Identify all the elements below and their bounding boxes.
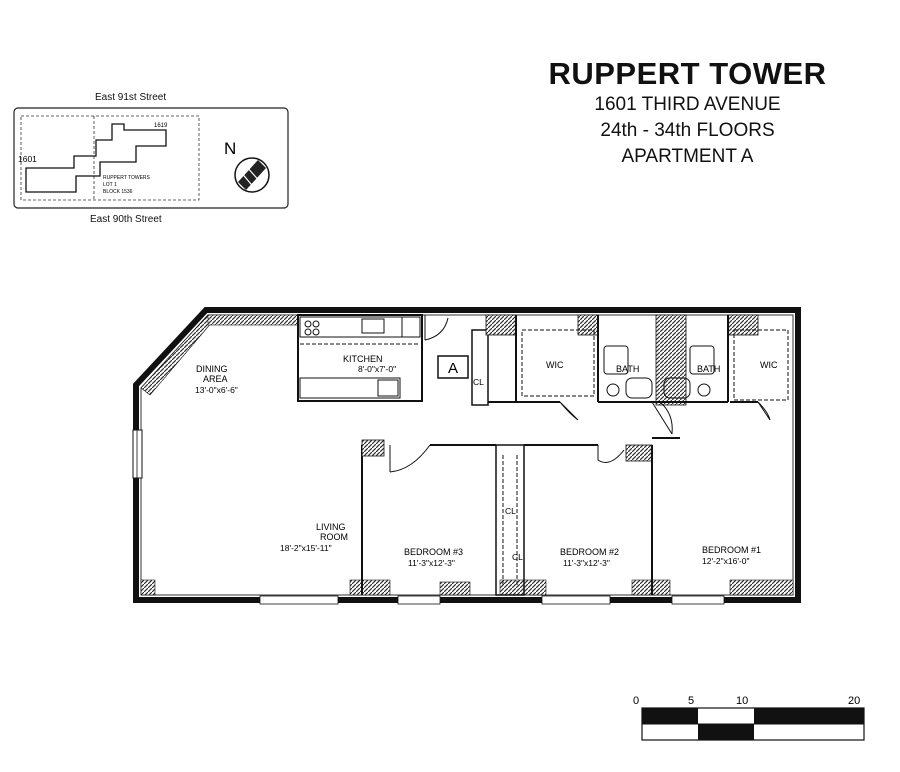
- bedroom-walls: CL CL: [361, 437, 680, 596]
- scale-tick-5: 5: [688, 695, 694, 707]
- floor-range: 24th - 34th FLOORS: [600, 120, 775, 141]
- bath-right-label: BATH: [697, 364, 720, 374]
- building-name: RUPPERT TOWER: [548, 56, 827, 91]
- street-north-label: East 91st Street: [95, 92, 167, 103]
- dining-name-1: DINING: [196, 364, 228, 374]
- bedroom3-name: BEDROOM #3: [404, 547, 463, 557]
- entry-marker-letter: A: [448, 360, 458, 377]
- entry-marker: A: [437, 355, 469, 379]
- wic-right-label: WIC: [760, 360, 778, 370]
- wic-left-label: WIC: [546, 360, 564, 370]
- living-dimensions: 18'-2"x15'-11": [280, 543, 332, 553]
- site-number-left: 1601: [18, 154, 37, 164]
- living-name-1: LIVING: [316, 522, 346, 532]
- site-plan: 1601 1619 RUPPERT TOWERS LOT 1 BLOCK 153…: [13, 107, 289, 209]
- bedroom1-name: BEDROOM #1: [702, 545, 761, 555]
- north-label: N: [224, 139, 236, 158]
- building-address: 1601 THIRD AVENUE: [594, 94, 781, 115]
- closet3-label: CL: [512, 552, 523, 562]
- site-building-label-2: LOT 1: [103, 182, 117, 188]
- kitchen-dimensions: 8'-0"x7'-0": [358, 364, 396, 374]
- site-building-label-3: BLOCK 1536: [103, 189, 133, 195]
- closet-label: CL: [473, 377, 484, 387]
- site-building-label-1: RUPPERT TOWERS: [103, 175, 151, 181]
- bedroom2-dimensions: 11'-3"x12'-3": [563, 558, 610, 568]
- kitchen: KITCHEN 8'-0"x7'-0": [297, 314, 423, 402]
- outer-walls: [132, 307, 801, 605]
- scale-bar: 0 5 10 20: [633, 695, 865, 741]
- scale-tick-10: 10: [736, 695, 748, 707]
- service-rooms: CL WIC BATH BATH WIC: [471, 314, 789, 435]
- bath-left-label: BATH: [616, 364, 639, 374]
- dining-name-2: AREA: [203, 374, 228, 384]
- bedroom2-name: BEDROOM #2: [560, 547, 619, 557]
- plan-title-block: RUPPERT TOWER 1601 THIRD AVENUE 24th - 3…: [500, 56, 875, 170]
- closet2-label: CL: [505, 506, 516, 516]
- site-number-right: 1619: [154, 123, 168, 129]
- street-south-label: East 90th Street: [90, 214, 162, 225]
- bedroom1-dimensions: 12'-2"x16'-0": [702, 556, 750, 566]
- dining-dimensions: 13'-0"x6'-6": [195, 385, 238, 395]
- apartment-unit: APARTMENT A: [621, 146, 754, 167]
- compass-icon: [234, 157, 270, 193]
- site-lot-outline: [20, 115, 200, 201]
- kitchen-name: KITCHEN: [343, 354, 383, 364]
- scale-tick-0: 0: [633, 695, 639, 707]
- scale-tick-20: 20: [848, 695, 860, 707]
- bedroom3-dimensions: 11'-3"x12'-3": [408, 558, 455, 568]
- building-footprint: [25, 123, 167, 193]
- living-name-2: ROOM: [320, 532, 348, 542]
- site-plan-frame: [13, 107, 289, 209]
